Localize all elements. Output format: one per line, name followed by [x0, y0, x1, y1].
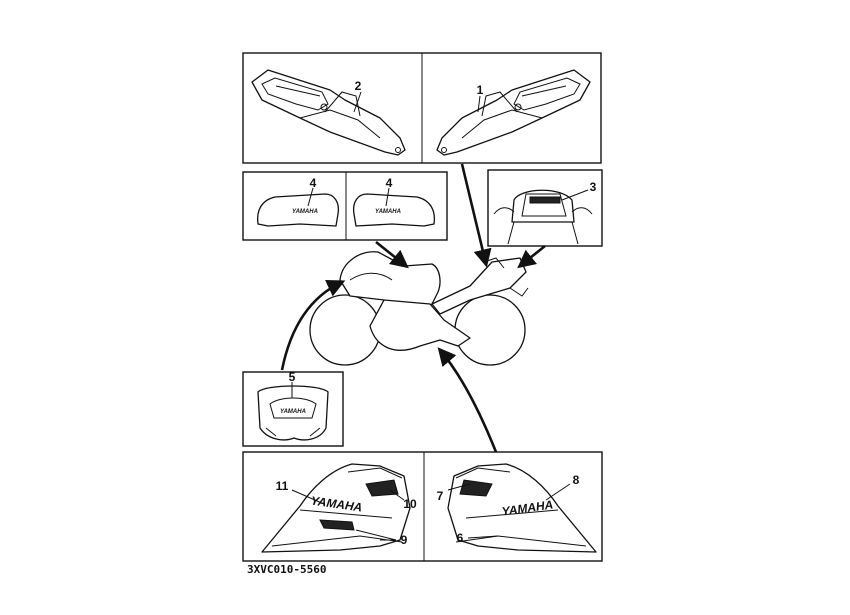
- callout-2: 2: [355, 79, 362, 93]
- side-fairing-right: YAMAHA: [447, 463, 597, 553]
- motorcycle: [309, 251, 529, 366]
- tank-emblem-right: YAMAHA: [352, 193, 436, 227]
- seat-cowl: [493, 189, 593, 245]
- yamaha-logo: YAMAHA: [292, 209, 318, 215]
- callout-11: 11: [276, 479, 289, 493]
- callout-5: 5: [289, 370, 296, 384]
- callout-9: 9: [401, 533, 408, 547]
- callout-4: 4: [310, 176, 317, 190]
- callout-4: 4: [386, 176, 393, 190]
- front-cowl: YAMAHA: [257, 385, 329, 441]
- location-arrows: [280, 163, 546, 453]
- tank-emblem-left: YAMAHA: [256, 193, 340, 227]
- callout-10: 10: [403, 497, 417, 511]
- callout-1: 1: [477, 83, 484, 97]
- callout-8: 8: [573, 473, 580, 487]
- part-number: 3XVC010-5560: [247, 563, 326, 576]
- callout-3: 3: [590, 180, 597, 194]
- yamaha-logo: YAMAHA: [375, 209, 401, 215]
- side-fairing-left: YAMAHA: [261, 463, 411, 553]
- callout-6: 6: [457, 531, 464, 545]
- callout-7: 7: [437, 489, 444, 503]
- side-cover-right: [436, 69, 591, 156]
- side-cover-left: [251, 69, 406, 156]
- yamaha-logo: YAMAHA: [280, 409, 306, 415]
